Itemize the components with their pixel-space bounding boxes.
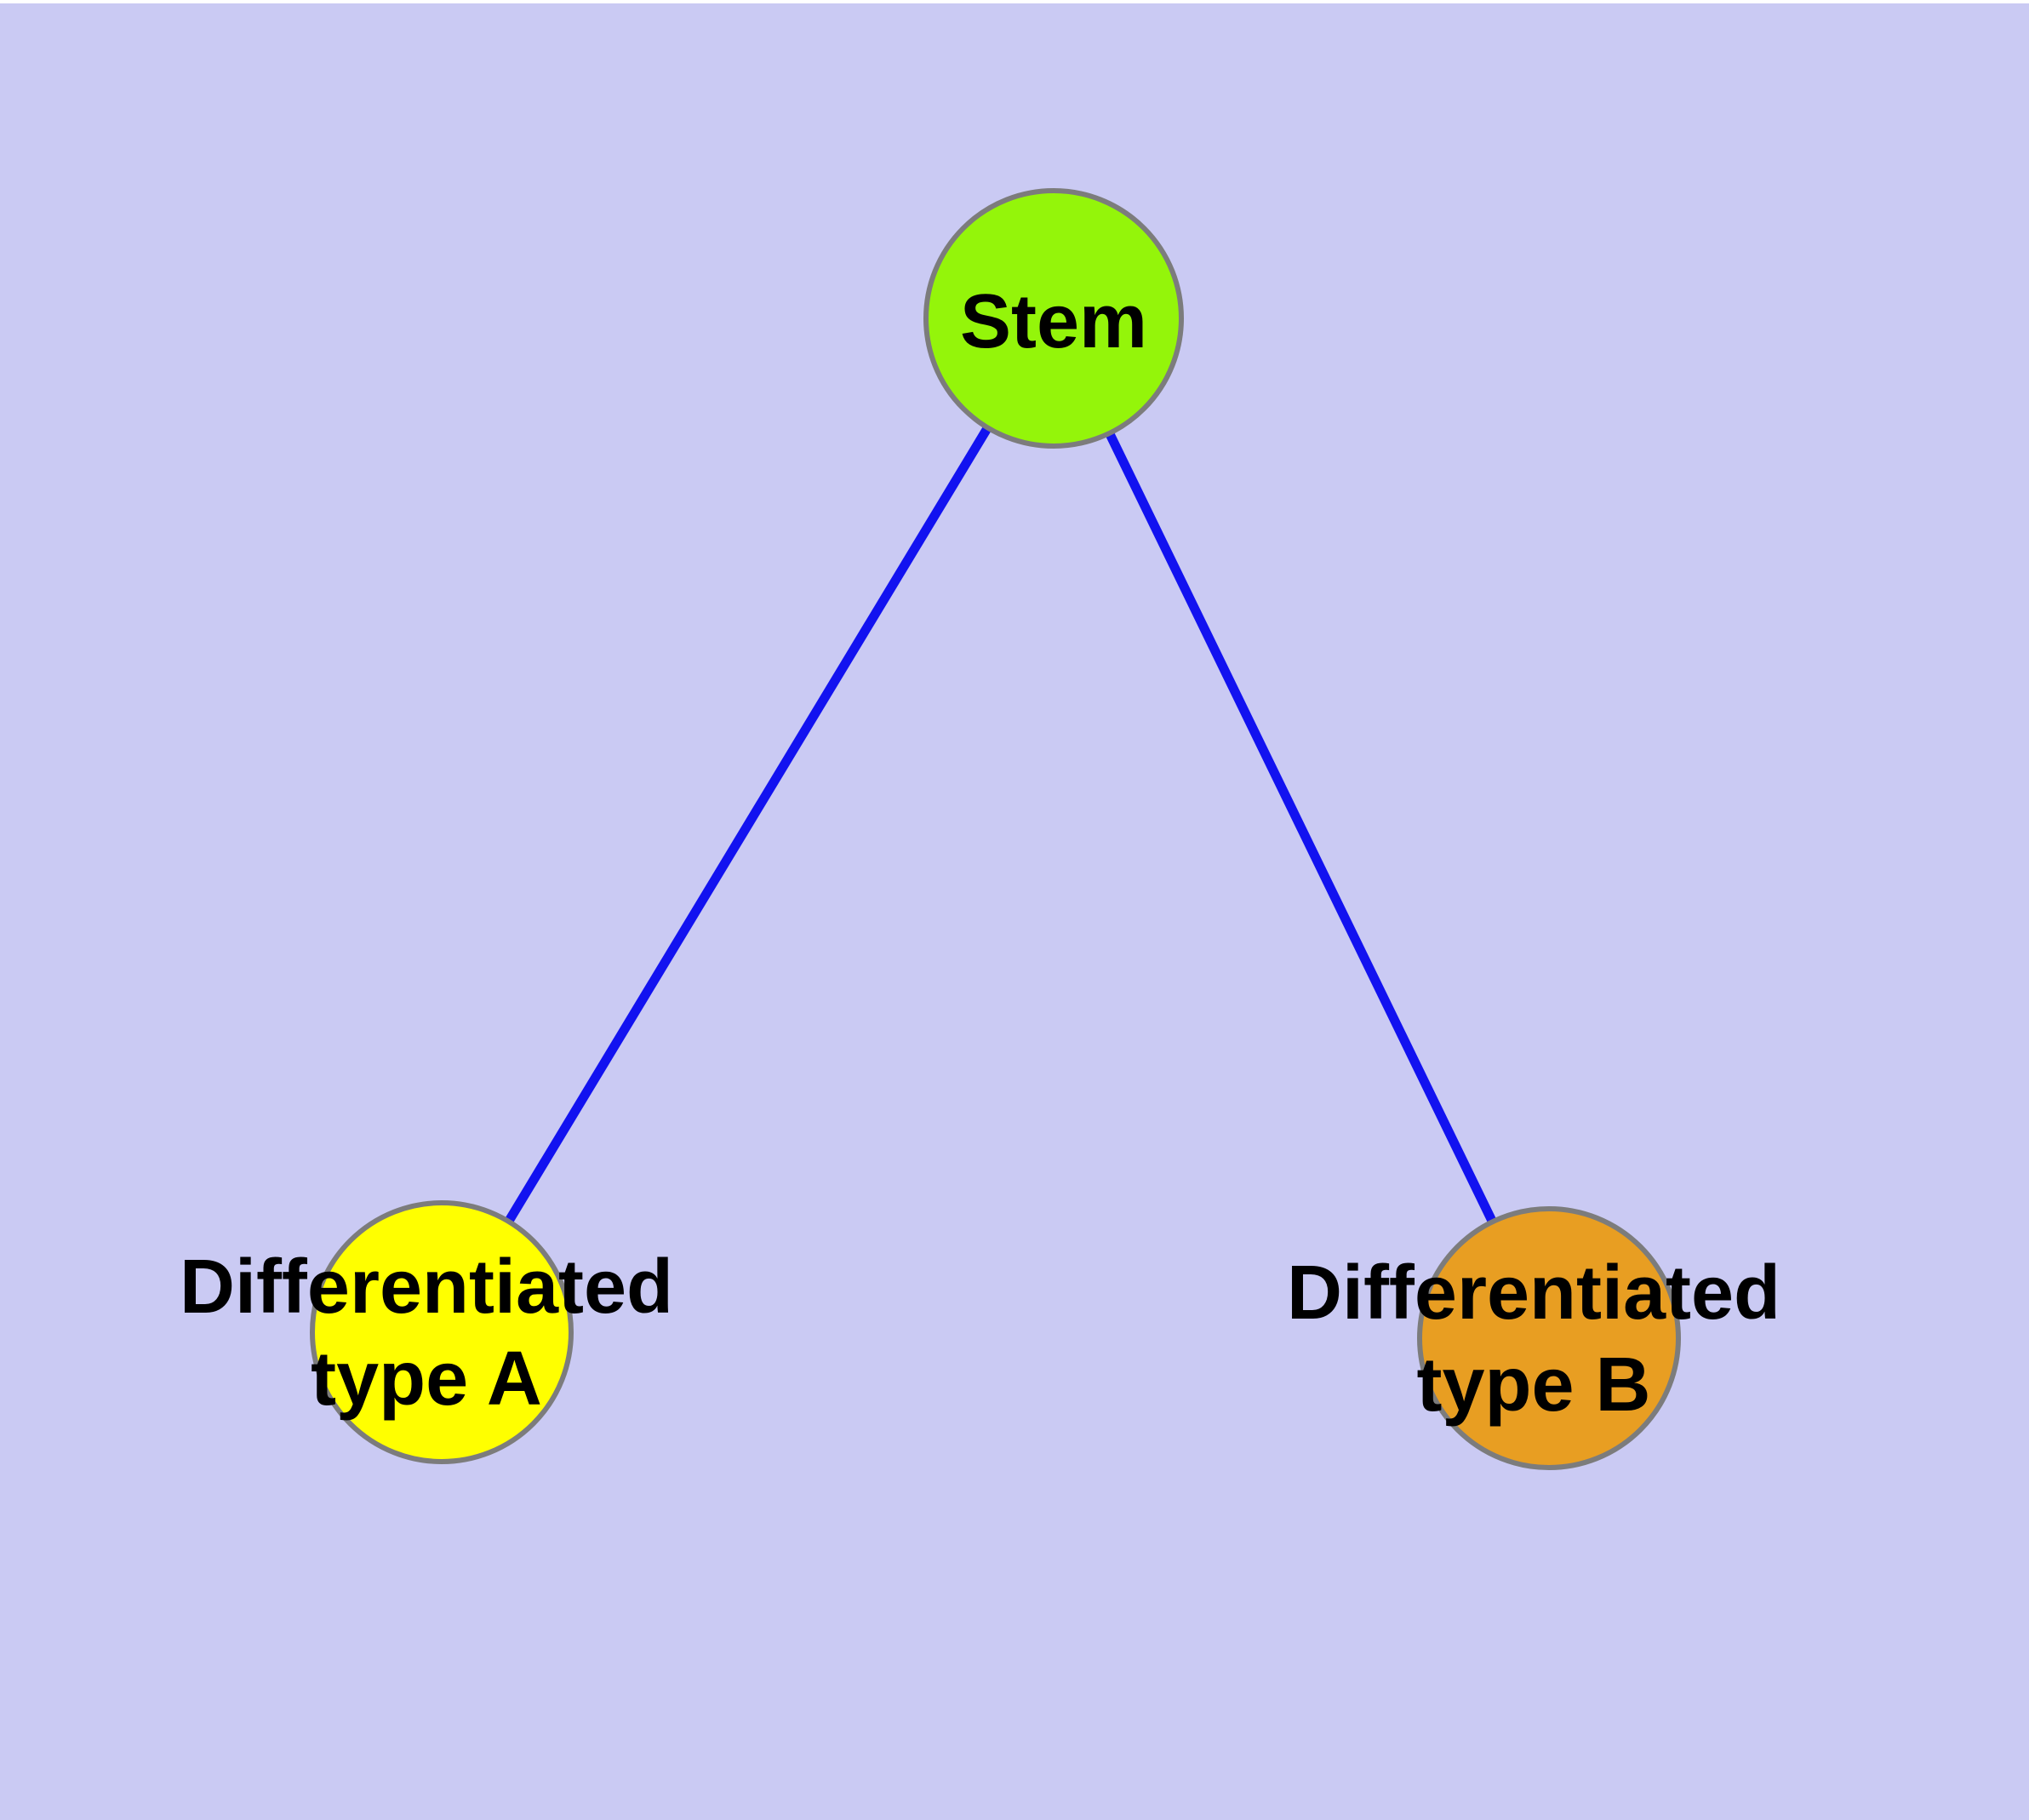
node-differentiated-type-b-circle [1417, 1206, 1681, 1470]
edges [437, 316, 1553, 1341]
edge-stem-to-type-b [1049, 316, 1553, 1341]
node-differentiated-type-a-circle [310, 1200, 574, 1464]
node-differentiated-type-b: Differentiated type B [1287, 1206, 1780, 1470]
node-differentiated-type-a-label-line1: Differentiated [180, 1245, 673, 1330]
node-differentiated-type-a: Differentiated type A [180, 1200, 673, 1464]
top-margin-strip [0, 0, 2029, 3]
node-differentiated-type-b-label-line1: Differentiated [1287, 1251, 1780, 1336]
edge-stem-to-type-a [437, 316, 1058, 1335]
node-stem-circle [923, 188, 1184, 449]
node-differentiated-type-a-label-line2: type A [311, 1336, 542, 1422]
node-differentiated-type-b-label-line2: type B [1416, 1342, 1650, 1428]
node-stem-label: Stem [960, 279, 1147, 364]
node-stem: Stem [923, 188, 1184, 449]
